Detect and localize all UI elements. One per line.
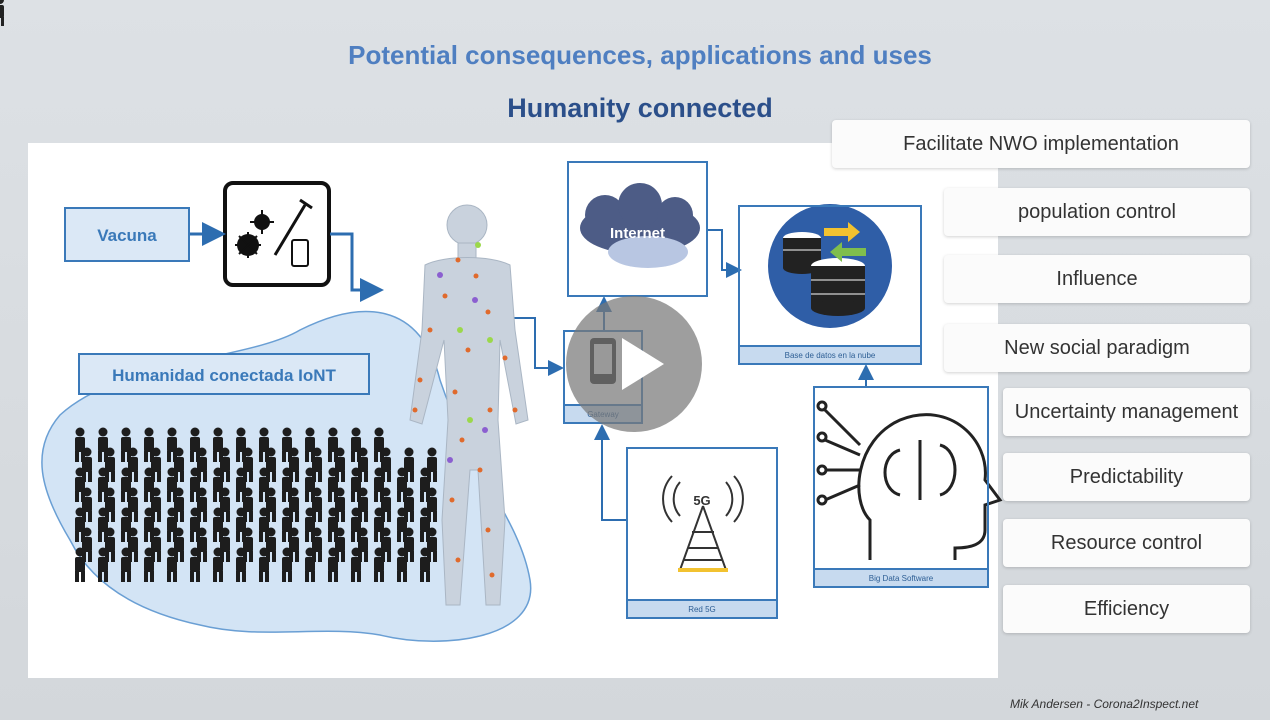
nanodevice-dots — [412, 257, 518, 578]
arrow-body-to-gateway — [500, 317, 564, 376]
vacuna-box: Vacuna — [64, 207, 190, 262]
consequence-population-control: population control — [944, 188, 1250, 236]
vacuna-label: Vacuna — [97, 226, 157, 245]
red5g-icon-text: 5G — [693, 493, 711, 508]
credit-text: Mik Andersen - Corona2Inspect.net — [1010, 697, 1199, 711]
virus-icon — [235, 210, 274, 258]
consequence-influence: Influence — [944, 255, 1250, 303]
humanidad-label: Humanidad conectada IoNT — [112, 366, 336, 385]
cloud-icon — [580, 183, 700, 268]
humanidad-box: Humanidad conectada IoNT — [78, 353, 370, 395]
consequence-new-social-paradigm: New social paradigm — [944, 324, 1250, 372]
consequence-efficiency: Efficiency — [1003, 585, 1250, 633]
consequence-resource-control: Resource control — [1003, 519, 1250, 567]
human-body-icon — [409, 204, 529, 606]
5g-tower-icon — [662, 475, 744, 572]
internet-label: Internet — [609, 225, 665, 242]
vaccine-icon — [223, 181, 331, 287]
consequence-facilitate-nwo: Facilitate NWO implementation — [832, 120, 1250, 168]
ai-head-icon — [816, 400, 1003, 560]
syringe-icon — [273, 198, 313, 267]
crowd-icon — [0, 0, 4, 26]
slide-subtitle: Humanity connected — [507, 93, 773, 123]
red5g-box: 5G Red 5G — [626, 447, 778, 619]
arrow-vaccine-to-body — [330, 232, 384, 302]
red5g-label: Red 5G — [628, 599, 776, 617]
play-button[interactable] — [566, 296, 702, 432]
arrow-5g-to-gateway — [594, 424, 626, 521]
internet-box: Internet — [567, 161, 708, 297]
arrow-internet-to-db — [708, 229, 742, 278]
bigdata-label: Big Data Software — [815, 568, 987, 586]
slide-title: Potential consequences, applications and… — [348, 40, 932, 70]
database-box: Base de datos en la nube — [738, 205, 922, 365]
play-icon — [622, 338, 664, 390]
bigdata-box: Big Data Software — [813, 386, 989, 588]
consequence-uncertainty-management: Uncertainty management — [1003, 388, 1250, 436]
database-icon — [768, 204, 892, 328]
database-label: Base de datos en la nube — [740, 345, 920, 363]
consequence-predictability: Predictability — [1003, 453, 1250, 501]
